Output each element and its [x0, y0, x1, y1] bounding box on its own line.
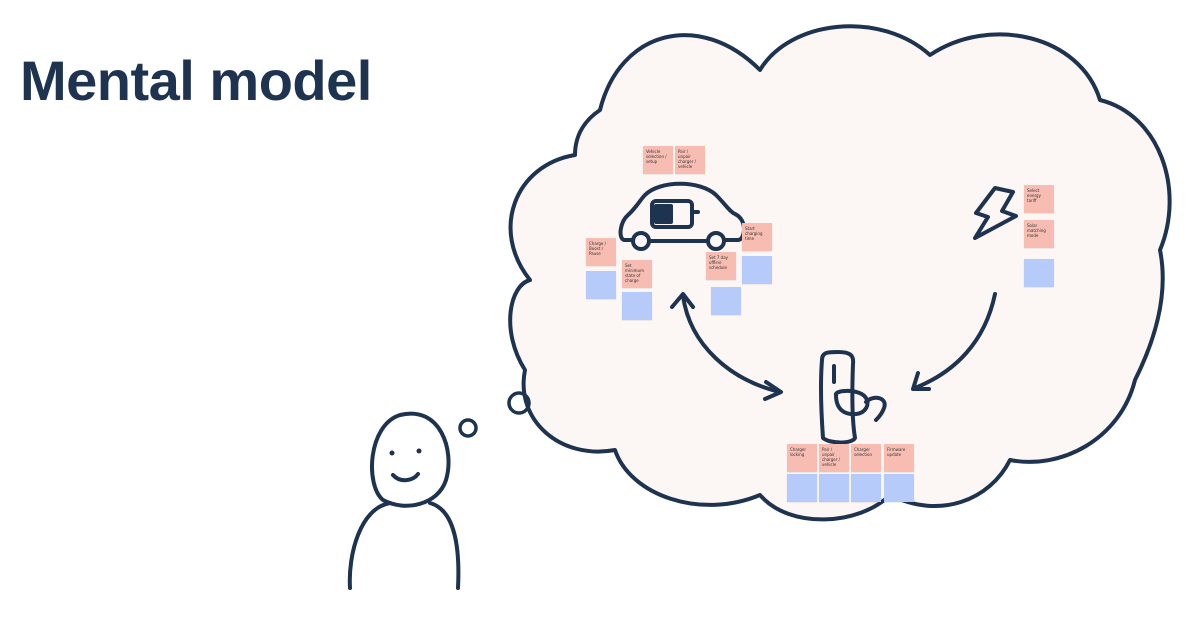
sticky-charge-boost-pause: Charge / Boost / Pause	[586, 238, 616, 266]
sticky-blue-note	[622, 292, 652, 320]
sticky-firmware-update: Firmware update	[884, 444, 914, 472]
connector-arrows	[670, 292, 997, 401]
energy-charger-arrow	[913, 292, 997, 390]
sticky-blue-note	[586, 271, 616, 299]
arrowhead-charger	[763, 380, 783, 401]
arrowhead-energy	[911, 371, 931, 391]
person-icon	[347, 411, 461, 590]
ev-charger-icon	[818, 350, 887, 445]
sticky-blue-note	[884, 474, 914, 502]
sticky-charger-selection: Charger selection	[851, 444, 881, 472]
sticky-blue-note	[851, 474, 881, 502]
thought-bubble-small	[458, 418, 478, 438]
sticky-charger-locking: Charger locking	[787, 444, 817, 472]
sticky-set-7-day-offline: Set 7 day offline schedule	[706, 252, 736, 280]
sticky-blue-note	[787, 474, 817, 502]
sticky-blue-note	[711, 287, 741, 315]
thought-bubble-medium	[507, 391, 531, 415]
sticky-select-energy-tariff: Select energy tariff	[1024, 185, 1054, 213]
sticky-start-charging-time: Start charging time	[742, 223, 772, 251]
lightning-bolt-icon	[973, 186, 1018, 240]
sticky-blue-note	[742, 256, 772, 284]
sticky-blue-note	[1024, 259, 1054, 287]
car-charger-arrow	[681, 294, 782, 394]
sticky-pair-unpair-vehicle: Pair / unpair charger / vehicle	[675, 146, 705, 174]
sticky-solar-matching-mode: Solar matching mode	[1024, 220, 1054, 248]
sticky-blue-note	[819, 474, 849, 502]
arrowhead-car	[670, 292, 695, 309]
sticky-vehicle-selection: Vehicle selection / setup	[643, 146, 673, 174]
sticky-pair-unpair-charger: Pair / unpair charger / vehicle	[819, 444, 849, 472]
car-icon	[618, 181, 746, 251]
page-title: Mental model	[20, 49, 372, 112]
sticky-set-minimum-state: Set minimum state of charge	[622, 260, 652, 288]
